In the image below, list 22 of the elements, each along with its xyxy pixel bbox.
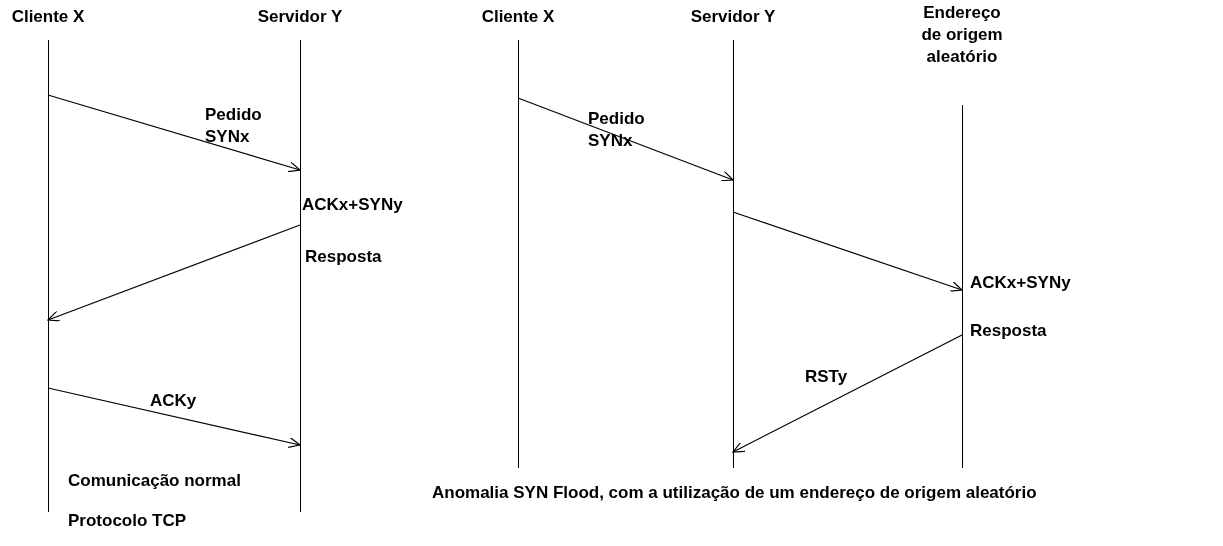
participant-label: Servidor Y bbox=[256, 6, 344, 28]
arrow bbox=[517, 97, 734, 182]
caption-text: Anomalia SYN Flood, com a utilização de um endereço de origem aleatório bbox=[432, 482, 1037, 504]
participant-label: Cliente X bbox=[480, 6, 556, 28]
arrow bbox=[732, 334, 963, 453]
participant-label: Endereço de origem aleatório bbox=[920, 2, 1004, 68]
message-label: ACKx+SYNy bbox=[302, 194, 402, 216]
caption-text: Protocolo TCP bbox=[68, 510, 187, 532]
message-label: Pedido SYNx bbox=[205, 104, 263, 148]
message-label: Resposta bbox=[305, 246, 382, 268]
message-label: ACKx+SYNy bbox=[970, 272, 1071, 294]
message-label: ACKy bbox=[150, 390, 198, 412]
message-label: Resposta bbox=[970, 320, 1047, 342]
message-label: Pedido SYNx bbox=[588, 108, 646, 152]
arrow bbox=[47, 224, 301, 322]
message-label: RSTy bbox=[805, 366, 849, 388]
participant-label: Cliente X bbox=[10, 6, 86, 28]
caption-text: Comunicação normal bbox=[68, 470, 241, 492]
participant-label: Servidor Y bbox=[689, 6, 777, 28]
arrow bbox=[47, 387, 301, 449]
arrow bbox=[732, 211, 963, 292]
arrow bbox=[47, 94, 301, 173]
